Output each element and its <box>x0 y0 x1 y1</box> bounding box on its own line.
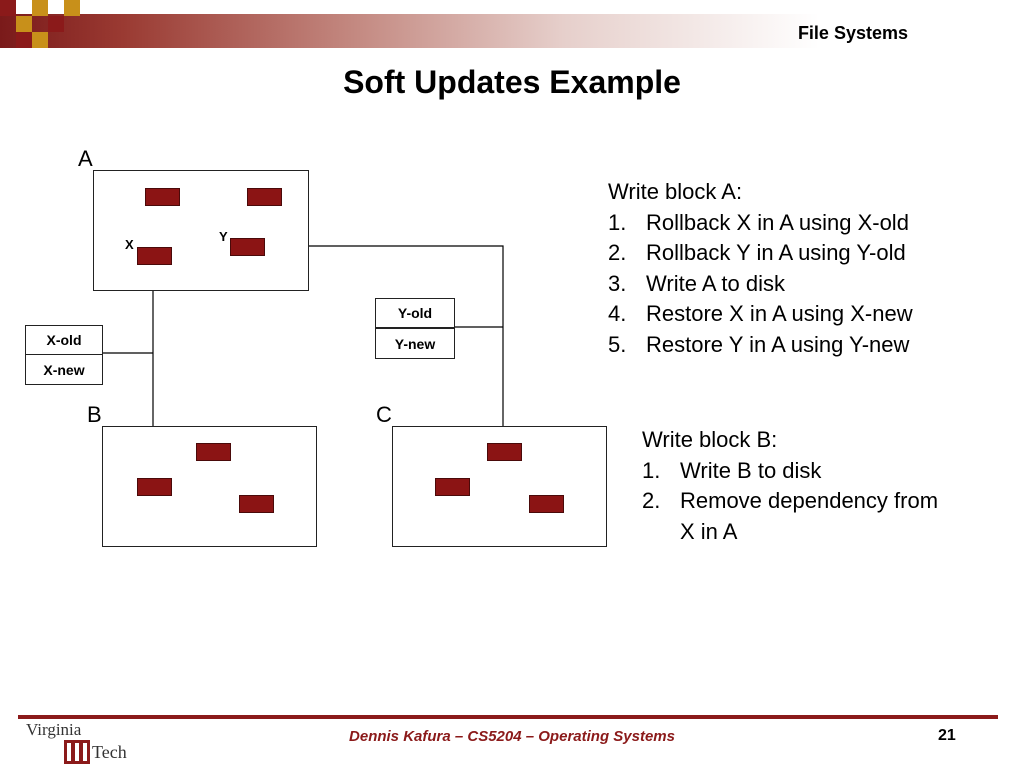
list-item: 3.Write A to disk <box>608 270 785 296</box>
block-c-cell-y <box>487 443 522 461</box>
footer-text: Dennis Kafura – CS5204 – Operating Syste… <box>349 728 675 745</box>
block-b-label: B <box>87 402 102 427</box>
slide-title: Soft Updates Example <box>343 64 681 100</box>
x-old-box: X-old <box>25 325 103 355</box>
y-new-box: Y-new <box>375 328 455 359</box>
list-item: 1.Write B to disk <box>642 457 822 483</box>
block-c-cell <box>529 495 564 513</box>
section-title: File Systems <box>797 23 908 43</box>
x-label: X <box>125 237 134 252</box>
block-a-label: A <box>78 146 93 171</box>
write-b-heading: Write block B: <box>642 427 778 452</box>
svg-text:Tech: Tech <box>92 742 127 762</box>
header-decoration <box>32 32 48 48</box>
y-old-box: Y-old <box>375 298 455 328</box>
svg-text:Virginia: Virginia <box>26 720 82 739</box>
block-c-cell <box>435 478 470 496</box>
header-bar <box>0 14 1024 48</box>
list-item: 2.Rollback Y in A using Y-old <box>608 240 906 265</box>
block-b-cell <box>196 443 231 461</box>
virginia-tech-logo: Virginia Tech <box>24 718 134 766</box>
block-c-label: C <box>376 402 392 427</box>
block-a-cell <box>247 188 282 206</box>
header-decoration <box>0 0 16 16</box>
block-a-cell-y <box>230 238 265 256</box>
write-b-steps: Write block B: 1.Write B to disk 2.Remov… <box>642 425 938 547</box>
list-item: 1.Rollback X in A using X-old <box>608 209 909 235</box>
write-a-steps: Write block A: 1.Rollback X in A using X… <box>608 177 913 360</box>
list-item-continuation: X in A <box>680 518 738 544</box>
block-b-cell <box>239 495 274 513</box>
block-b-cell-x <box>137 478 172 496</box>
list-item: 5.Restore Y in A using Y-new <box>608 331 910 357</box>
y-to-c-arrow <box>264 245 512 449</box>
x-new-box: X-new <box>25 354 103 385</box>
list-item: 4.Restore X in A using X-new <box>608 301 913 326</box>
header-decoration <box>16 16 32 32</box>
header-decoration <box>64 0 80 16</box>
y-label: Y <box>219 229 228 244</box>
footer-divider <box>18 715 998 719</box>
header-decoration <box>16 32 32 48</box>
page-number: 21 <box>938 727 956 744</box>
block-a-cell <box>145 188 180 206</box>
header-decoration <box>48 16 64 32</box>
block-a-cell-x <box>137 247 172 265</box>
write-a-heading: Write block A: <box>608 179 743 204</box>
list-item: 2.Remove dependency from <box>642 488 939 513</box>
header-decoration <box>32 0 48 16</box>
